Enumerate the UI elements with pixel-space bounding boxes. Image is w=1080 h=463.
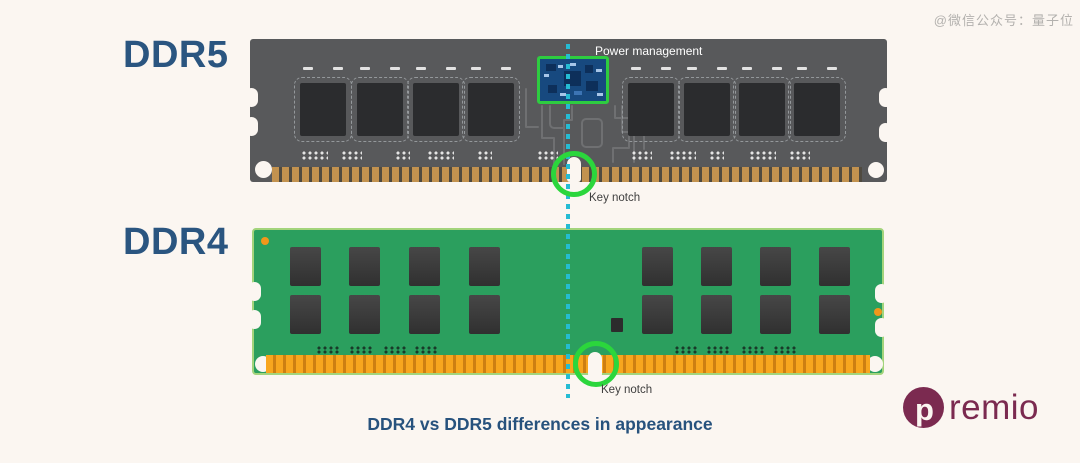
via-cluster [632, 151, 652, 160]
ddr4-label: DDR4 [123, 221, 229, 263]
memory-chip [760, 295, 791, 334]
ddr4-mounting-hole [867, 356, 883, 372]
comparison-guide-line [566, 44, 570, 398]
via-cluster [302, 151, 328, 160]
memory-chip [351, 67, 409, 142]
via-cluster [428, 151, 454, 160]
memory-chip [642, 247, 673, 286]
ddr5-right-edge-notch [879, 123, 892, 142]
memory-chip [462, 67, 520, 142]
spd-chip [611, 318, 623, 332]
memory-chip [349, 247, 380, 286]
orange-index-dot [261, 237, 269, 245]
memory-chip [788, 67, 846, 142]
ddr4-left-edge-notch [248, 310, 261, 329]
memory-chip [409, 295, 440, 334]
via-cluster [350, 346, 374, 354]
ddr4-right-edge-notch [875, 318, 888, 337]
via-cluster [675, 346, 699, 354]
premio-logo-text: remio [949, 388, 1040, 427]
power-management-label: Power management [595, 44, 703, 58]
ddr4-left-edge-notch [248, 282, 261, 301]
power-management-chip [537, 56, 609, 104]
via-cluster [317, 346, 341, 354]
via-cluster [774, 346, 798, 354]
memory-chip [469, 247, 500, 286]
via-cluster [707, 346, 731, 354]
ddr5-label: DDR5 [123, 34, 229, 76]
premio-logo: p remio [903, 387, 1039, 428]
memory-chip [294, 67, 352, 142]
ddr5-left-edge-notch [245, 117, 258, 136]
memory-chip [701, 295, 732, 334]
memory-chip [349, 295, 380, 334]
memory-chip [290, 295, 321, 334]
memory-chip [760, 247, 791, 286]
via-cluster [342, 151, 362, 160]
memory-chip [642, 295, 673, 334]
ddr5-left-edge-notch [245, 88, 258, 107]
premio-logo-p: p [915, 392, 934, 427]
via-cluster [384, 346, 408, 354]
ddr4-key-notch-highlight-ring [573, 341, 619, 387]
watermark-text: @微信公众号：量子位 [933, 13, 1074, 28]
via-cluster [415, 346, 439, 354]
via-cluster [396, 151, 410, 160]
via-cluster [538, 151, 558, 160]
via-cluster [670, 151, 696, 160]
via-cluster [710, 151, 724, 160]
ddr4-right-edge-notch [875, 284, 888, 303]
ddr5-mounting-hole [255, 161, 272, 178]
memory-chip [407, 67, 465, 142]
memory-chip [290, 247, 321, 286]
memory-chip [622, 67, 680, 142]
pmic-board-detail [544, 63, 603, 96]
ddr5-key-notch-label: Key notch [589, 192, 641, 204]
memory-chip [701, 247, 732, 286]
ddr5-mounting-hole [868, 162, 884, 178]
memory-chip [409, 247, 440, 286]
ddr4-key-notch-label: Key notch [601, 384, 653, 396]
via-cluster [742, 346, 766, 354]
memory-chip [733, 67, 791, 142]
premio-logo-mark: p [903, 387, 944, 428]
via-cluster [750, 151, 776, 160]
ddr5-key-notch-highlight-ring [551, 151, 597, 197]
orange-index-dot [874, 308, 882, 316]
memory-chip [469, 295, 500, 334]
memory-chip [819, 295, 850, 334]
memory-chip [678, 67, 736, 142]
via-cluster [478, 151, 492, 160]
via-cluster [790, 151, 810, 160]
caption-title: DDR4 vs DDR5 differences in appearance [367, 414, 713, 434]
memory-chip [819, 247, 850, 286]
ddr5-right-edge-notch [879, 88, 892, 107]
